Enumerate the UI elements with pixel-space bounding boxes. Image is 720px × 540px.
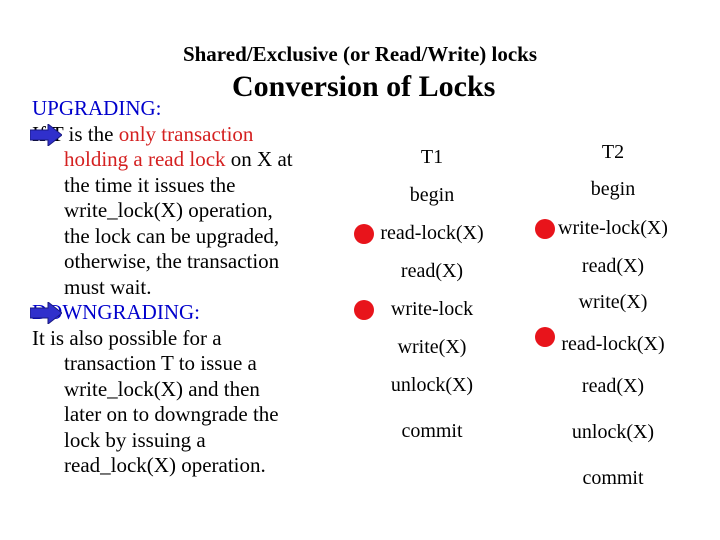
downgrading-line-2: transaction T to issue a	[64, 351, 257, 375]
t2-step: read-lock(X)	[561, 333, 665, 355]
t1-step: write(X)	[397, 336, 467, 358]
t1-step: write-lock	[390, 298, 474, 320]
upgrading-section: UPGRADING: If T is the only transaction …	[32, 96, 293, 479]
downgrading-line-6: read_lock(X) operation.	[64, 453, 266, 477]
red-dot-icon	[354, 224, 374, 244]
downgrading-heading: DOWNGRADING:	[32, 300, 200, 324]
upgrading-heading: UPGRADING:	[32, 96, 162, 120]
t2-step: write(X)	[578, 291, 648, 313]
red-dot-icon	[535, 219, 555, 239]
upgrading-line-7: must wait.	[64, 274, 152, 299]
arrow-right-icon	[30, 124, 62, 146]
t1-step: read-lock(X)	[380, 222, 484, 244]
t2-step: write-lock(X)	[558, 217, 668, 239]
upgrading-line-6: otherwise, the transaction	[64, 249, 280, 273]
t2-step: begin	[590, 178, 636, 200]
t2-step: unlock(X)	[571, 421, 655, 443]
t1-step: read(X)	[400, 260, 464, 282]
slide-header: Shared/Exclusive (or Read/Write) locks	[182, 42, 538, 66]
arrow-right-icon	[30, 302, 62, 324]
upgrading-line-5: the lock can be upgraded,	[64, 223, 280, 248]
downgrading-line-1: It is also possible for a	[32, 325, 222, 350]
t1-header: T1	[420, 146, 444, 168]
t2-step: read(X)	[581, 255, 645, 277]
downgrading-line-4: later on to downgrade the	[64, 402, 279, 426]
slide-title: Conversion of Locks	[232, 70, 496, 103]
t1-step: begin	[409, 184, 455, 206]
t1-step: unlock(X)	[390, 374, 474, 396]
red-dot-icon	[354, 300, 374, 320]
upgrading-line-4: write_lock(X) operation,	[64, 198, 273, 222]
upgrading-line-3: the time it issues the	[64, 172, 236, 197]
t1-step: commit	[401, 420, 463, 442]
downgrading-line-5: lock by issuing a	[64, 427, 206, 452]
red-dot-icon	[535, 327, 555, 347]
upgrading-line-2: holding a read lock on X at	[64, 147, 293, 171]
t2-step: commit	[582, 467, 644, 489]
downgrading-line-3: write_lock(X) and then	[64, 376, 260, 401]
t2-header: T2	[601, 141, 625, 163]
t2-step: read(X)	[581, 375, 645, 397]
upgrading-line-1: If T is the only transaction	[32, 121, 254, 146]
